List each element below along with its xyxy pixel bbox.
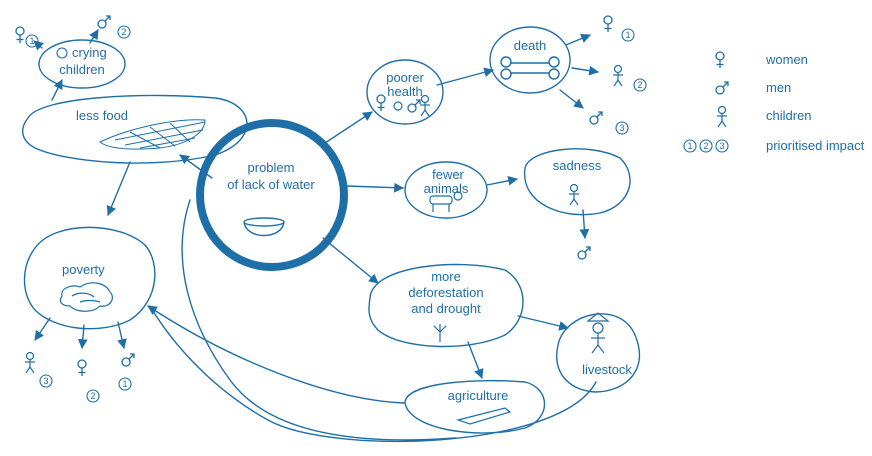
tree-icon bbox=[433, 324, 447, 342]
node-health-shape bbox=[366, 59, 444, 125]
node-deforestation-shape bbox=[368, 263, 524, 348]
plough-icon bbox=[455, 407, 512, 425]
arrow-death-to-women bbox=[565, 33, 591, 46]
center-label-line2: of lack of water bbox=[227, 177, 315, 192]
arrow-center-to-deforestation bbox=[322, 237, 379, 284]
arrow-death-to-men bbox=[559, 89, 584, 109]
rank-number: 3 bbox=[619, 123, 624, 133]
bowl-icon bbox=[243, 217, 285, 237]
node-center-ring bbox=[196, 119, 348, 271]
arrow-less-food-to-poverty bbox=[106, 161, 131, 216]
rank-circle bbox=[39, 374, 53, 388]
node-death-shape bbox=[489, 26, 571, 94]
death-men-icon bbox=[589, 111, 603, 125]
death-children-icon bbox=[612, 64, 624, 87]
sadness-men-icon bbox=[577, 246, 591, 260]
less-food-label: less food bbox=[76, 108, 129, 123]
rank-number: 1 bbox=[29, 36, 34, 46]
rank-number: 2 bbox=[637, 80, 642, 90]
rank-number: 1 bbox=[687, 141, 692, 151]
arrow-deforestation-to-agriculture bbox=[467, 341, 484, 379]
node-crying-children-shape bbox=[38, 39, 126, 89]
node-less-food-shape bbox=[22, 94, 248, 164]
rank-circle bbox=[25, 34, 39, 48]
node-livestock-shape bbox=[556, 313, 641, 393]
node-animals-shape bbox=[404, 161, 488, 219]
crying-children-label-line2: children bbox=[59, 62, 105, 77]
rank-circle bbox=[699, 139, 713, 153]
sad-child-icon bbox=[568, 183, 580, 206]
rank-circle bbox=[117, 25, 131, 39]
health-label-line2: health bbox=[387, 84, 423, 99]
arrow-crying-to-women bbox=[33, 40, 44, 51]
rank-number: 3 bbox=[719, 141, 724, 151]
crying-face-icon bbox=[56, 47, 68, 59]
arrow-animals-to-sadness bbox=[486, 175, 518, 186]
center-label-line1: problem bbox=[247, 160, 295, 175]
deforestation-label-line2: deforestation bbox=[408, 285, 484, 300]
arrow-center-to-animals bbox=[346, 182, 404, 193]
rank-circle bbox=[715, 139, 729, 153]
rank-number: 1 bbox=[122, 379, 127, 389]
rank-circle bbox=[118, 377, 132, 391]
rank-circle bbox=[615, 121, 629, 135]
legend-men-icon bbox=[715, 81, 729, 95]
death-women-icon bbox=[603, 15, 613, 33]
sadness-label: sadness bbox=[552, 158, 602, 173]
health-label-line1: poorer bbox=[386, 70, 424, 85]
node-agriculture-shape bbox=[404, 379, 546, 434]
node-poverty-shape bbox=[23, 226, 156, 330]
rank-number: 3 bbox=[43, 376, 48, 386]
rank-number: 1 bbox=[625, 30, 630, 40]
poverty-women-icon bbox=[77, 359, 87, 377]
rank-circle bbox=[86, 389, 100, 403]
poverty-men-icon bbox=[121, 353, 135, 367]
poverty-label: poverty bbox=[62, 262, 105, 277]
agriculture-label: agriculture bbox=[447, 388, 509, 403]
crying-children-label-line1: crying bbox=[72, 45, 107, 60]
arrow-death-to-children bbox=[571, 65, 599, 76]
legend-men-label: men bbox=[766, 80, 792, 95]
person-hat-icon bbox=[586, 312, 610, 354]
node-sadness-shape bbox=[524, 148, 631, 216]
arrow-less-food-to-crying bbox=[51, 79, 63, 101]
crying-women-icon bbox=[15, 26, 25, 44]
arrow-health-to-death bbox=[436, 67, 494, 86]
legend-women-label: women bbox=[766, 52, 808, 67]
deforestation-label-line1: more bbox=[431, 269, 461, 284]
field-icon bbox=[99, 119, 206, 150]
rank-number: 2 bbox=[90, 391, 95, 401]
loop-livestock-to-poverty bbox=[149, 305, 597, 443]
rank-circle bbox=[683, 139, 697, 153]
rank-number: 2 bbox=[703, 141, 708, 151]
rank-circle bbox=[633, 78, 647, 92]
crying-men-icon bbox=[97, 15, 111, 29]
arrow-poverty-to-men bbox=[117, 321, 127, 349]
bone-icon bbox=[500, 56, 560, 80]
rank-circle bbox=[621, 28, 635, 42]
animal-icon bbox=[429, 191, 463, 212]
animals-label-line2: animals bbox=[423, 181, 469, 196]
rank-number: 2 bbox=[121, 27, 126, 37]
arrow-deforestation-to-livestock bbox=[517, 315, 569, 331]
legend-children-label: children bbox=[766, 108, 812, 123]
deforestation-label-line3: and drought bbox=[411, 301, 481, 316]
legend-children-icon bbox=[716, 105, 728, 128]
death-label: death bbox=[513, 38, 547, 53]
money-pile-icon bbox=[59, 282, 113, 312]
livestock-label: livestock bbox=[582, 362, 632, 377]
arrow-agriculture-to-poverty bbox=[147, 305, 405, 404]
health-symbols bbox=[376, 94, 431, 117]
legend-women-icon bbox=[715, 51, 725, 69]
arrow-poverty-to-children bbox=[34, 317, 51, 341]
arrow-center-to-health bbox=[321, 111, 373, 146]
legend-impact-label: prioritised impact bbox=[766, 138, 865, 153]
poverty-children-icon bbox=[24, 351, 36, 374]
animals-label-line1: fewer bbox=[432, 167, 464, 182]
loop-agriculture-to-less-food bbox=[181, 199, 456, 441]
